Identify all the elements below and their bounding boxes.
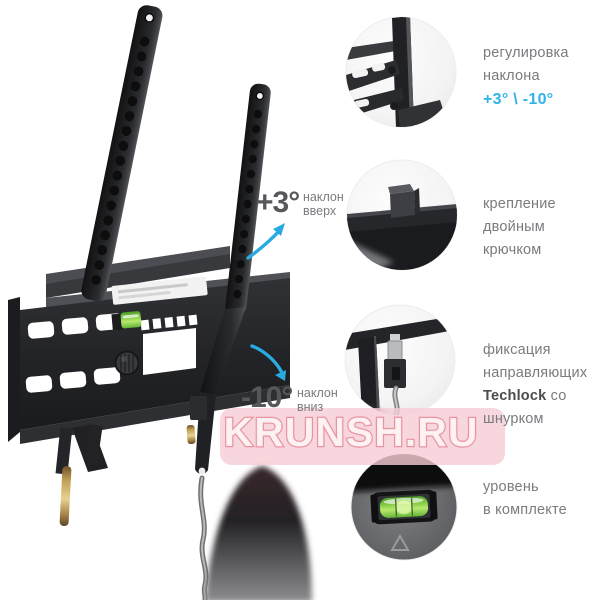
callout-circle-tilt [345,16,457,128]
callout-techlock-line2: направляющих [483,365,588,381]
callout-label-double-hook: крепление двойным крючком [483,193,556,262]
warning-triangle-icon [390,533,410,551]
adjustment-knob [114,350,140,376]
spirit-level [111,311,142,331]
callout-hook-line2: двойным [483,219,545,235]
callout-techlock-line4: шнурком [483,411,544,427]
wall-mount-product [8,5,312,600]
tilt-up-arrow-icon [246,223,285,260]
tilt-down-label-line1: наклон [297,386,338,400]
tilt-down-value: -10° [241,381,293,414]
callout-hook-line1: крепление [483,196,556,212]
tilt-down-label-line2: вниз [297,400,324,414]
callout-circle-hook [346,159,458,271]
callout-circle-level [350,453,458,561]
product-label [111,276,208,305]
tv-rail-right [225,83,271,315]
callout-hook-line3: крючком [483,242,542,258]
wall-plate [8,246,290,472]
techlock-after: со [546,388,567,404]
plate-slots-center [140,314,198,375]
level-closeup [370,489,438,525]
callout-label-tilt-adjustment: регулировка наклона +3° \ -10° [483,42,569,111]
callout-level-line1: уровень [483,479,539,495]
callout-tilt-line2: наклона [483,68,540,84]
hook-pin-left [55,427,73,527]
tilt-up-value: +3° [256,186,300,219]
tilt-down-label: наклон вниз [297,386,338,414]
techlock-brand: Techlock [483,388,547,404]
hook-pin-right [186,424,196,445]
rail-lower-tab [186,307,246,475]
tilt-down-arrow-icon [250,344,286,381]
callout-tilt-highlight: +3° \ -10° [483,91,554,108]
callout-techlock-line3: Techlock со [483,385,587,408]
safety-cord-highlight [199,477,207,600]
rail-holes [232,109,262,303]
callout-level-line2: в комплекте [483,502,567,518]
blurred-rail-end [205,466,312,600]
callout-label-techlock: фиксация направляющих Techlock со шнурко… [483,339,587,431]
callout-label-level: уровень в комплекте [483,476,567,522]
watermark: KRUNSH.RU [220,408,505,465]
tilt-up-label-line2: вверх [303,204,337,218]
callout-circle-techlock [344,304,456,416]
tv-rail-left [81,5,163,301]
watermark-text: KRUNSH.RU [224,409,479,455]
tilt-up-label: наклон вверх [303,190,344,218]
callout-techlock-line1: фиксация [483,342,551,358]
rail-holes [89,36,150,296]
tilt-up-label-line1: наклон [303,190,344,204]
callout-tilt-line1: регулировка [483,45,569,61]
